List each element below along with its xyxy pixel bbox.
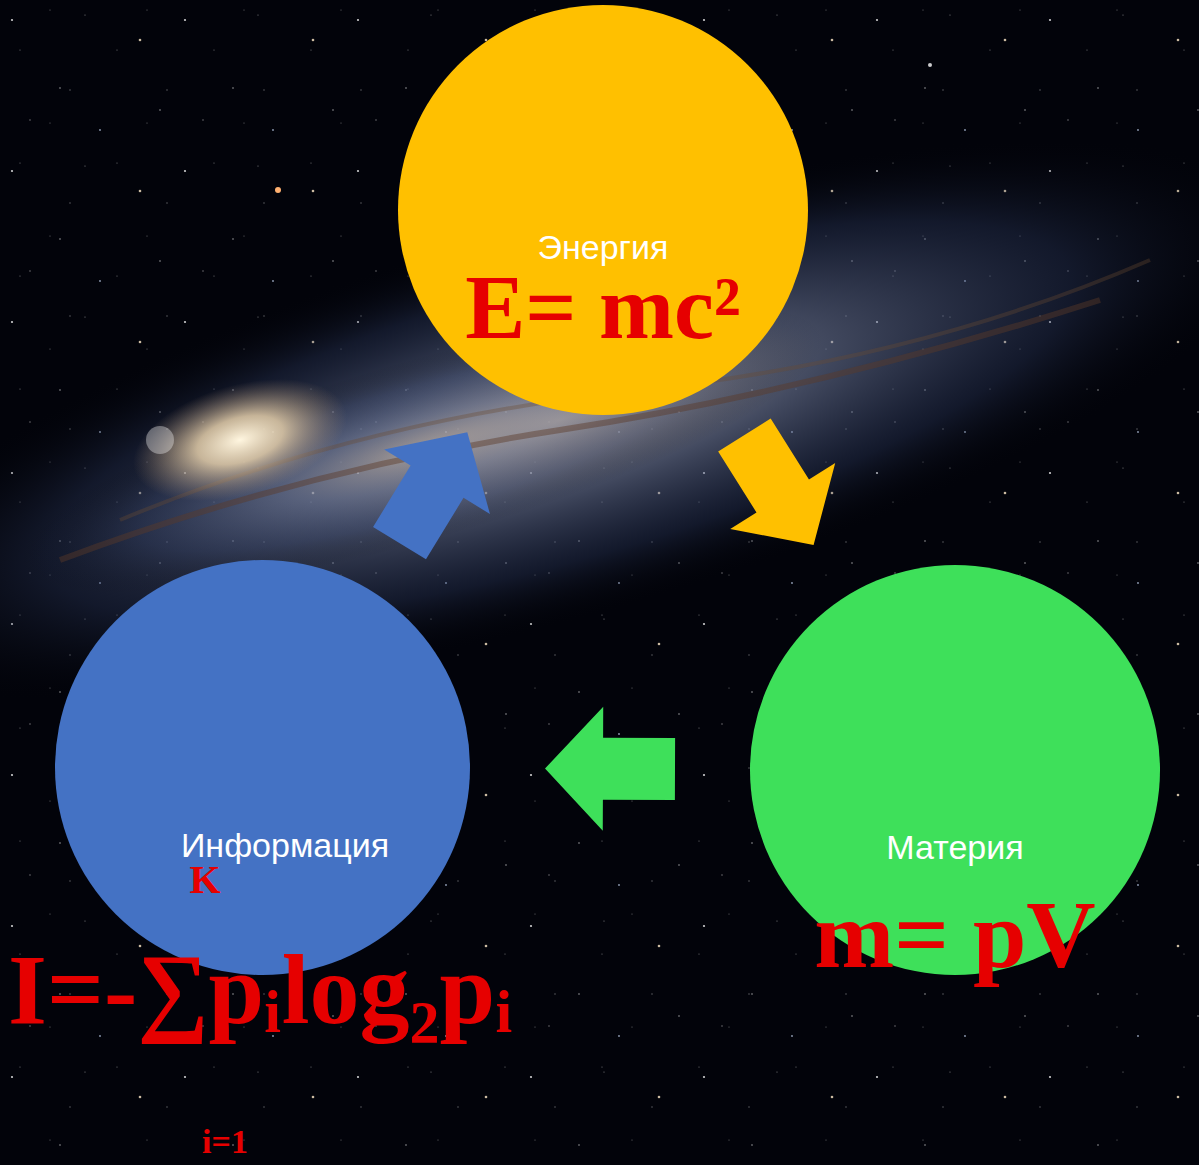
circle-outline [398,5,808,415]
formula-text: m= pV [814,887,1095,983]
circle-fill [55,560,470,975]
formula-text: K [189,860,220,900]
concept-label: Энергия [538,227,669,268]
circle-fill [398,5,808,415]
concept-circle: ЭнергияE= mc² [398,5,808,415]
flow-arrow [718,418,835,545]
formula-text: i=1 [202,1125,248,1159]
concept-circle: ИнформацияKI=-∑pᵢlog₂pᵢi=1 [55,560,470,975]
formula-text: I=-∑pᵢlog₂pᵢ [8,940,513,1040]
circle-outline [55,560,470,975]
flow-arrow [545,707,675,831]
concept-label: Материя [886,827,1023,868]
concept-circle: Материяm= pV [750,565,1160,975]
formula-text: E= mc² [465,263,741,353]
flow-arrow [373,432,490,559]
